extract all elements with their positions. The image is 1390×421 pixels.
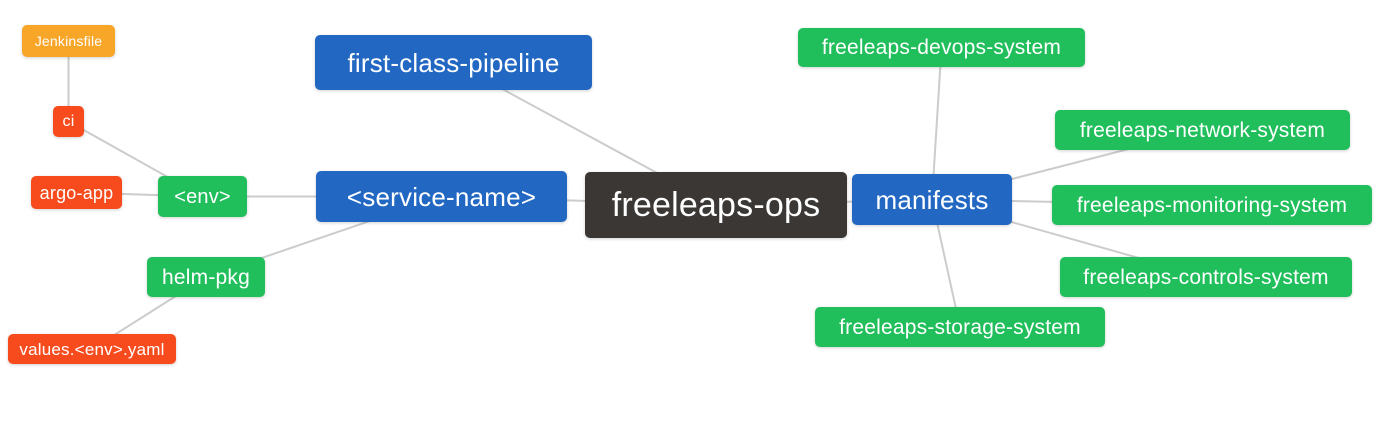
node-monitoring-system[interactable]: freeleaps-monitoring-system [1052, 185, 1372, 225]
node-env[interactable]: <env> [158, 176, 247, 217]
node-values-yaml[interactable]: values.<env>.yaml [8, 334, 176, 364]
node-first-class-pipeline[interactable]: first-class-pipeline [315, 35, 592, 90]
node-storage-system[interactable]: freeleaps-storage-system [815, 307, 1105, 347]
node-ci[interactable]: ci [53, 106, 84, 137]
node-manifests[interactable]: manifests [852, 174, 1012, 225]
node-helm-pkg[interactable]: helm-pkg [147, 257, 265, 297]
node-argo-app[interactable]: argo-app [31, 176, 122, 209]
node-service-name[interactable]: <service-name> [316, 171, 567, 222]
node-network-system[interactable]: freeleaps-network-system [1055, 110, 1350, 150]
node-freeleaps-ops[interactable]: freeleaps-ops [585, 172, 847, 238]
node-devops-system[interactable]: freeleaps-devops-system [798, 28, 1085, 67]
node-jenkinsfile[interactable]: Jenkinsfile [22, 25, 115, 57]
node-controls-system[interactable]: freeleaps-controls-system [1060, 257, 1352, 297]
